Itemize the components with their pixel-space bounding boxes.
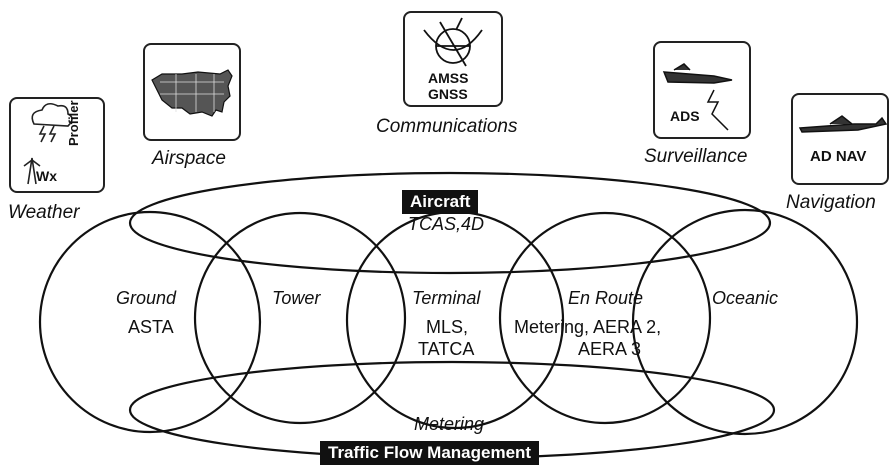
terminal-label: Terminal xyxy=(412,288,481,308)
ground-circle xyxy=(38,210,262,434)
airspace-box xyxy=(143,43,241,141)
communications-caption: Communications xyxy=(376,116,518,137)
tower-label: Tower xyxy=(272,288,321,308)
surveillance-caption: Surveillance xyxy=(644,146,748,167)
terminal-sub-label-1: MLS, xyxy=(426,317,469,337)
airplane-signal-icon xyxy=(662,63,733,131)
navigation-adnav-label: AD NAV xyxy=(810,148,867,165)
terminal-sub-label-2: TATCA xyxy=(418,339,475,359)
communications-gnss-label: GNSS xyxy=(428,86,468,102)
surveillance-box xyxy=(653,41,751,139)
enroute-sub-label-1: Metering, AERA 2, xyxy=(514,317,662,337)
satellite-globe-icon xyxy=(423,17,483,67)
surveillance-ads-label: ADS xyxy=(670,108,700,124)
aircraft-ellipse xyxy=(128,171,772,275)
traffic-flow-bar: Traffic Flow Management xyxy=(320,441,540,465)
tower-circle xyxy=(193,211,407,425)
airplane-icon xyxy=(798,115,888,133)
enroute-sub-label-2: AERA 3 xyxy=(578,339,642,359)
weather-caption: Weather xyxy=(8,202,80,223)
enroute-circle xyxy=(498,211,712,425)
aircraft-bar: Aircraft xyxy=(402,190,479,214)
weather-wx-label: Wx xyxy=(36,168,57,184)
oceanic-circle xyxy=(631,208,859,436)
airspace-caption: Airspace xyxy=(152,148,226,169)
us-map-icon xyxy=(151,69,233,117)
weather-cloud-lightning-icon xyxy=(23,102,73,185)
oceanic-label: Oceanic xyxy=(712,288,779,308)
communications-amss-label: AMSS xyxy=(428,70,469,86)
aircraft-sub-label: TCAS,4D xyxy=(408,214,485,234)
ground-label: Ground xyxy=(116,288,177,308)
navigation-caption: Navigation xyxy=(786,192,876,213)
traffic-sub-label: Metering xyxy=(414,414,485,434)
ground-sub-label: ASTA xyxy=(128,317,174,337)
weather-profiler-label: Profiler xyxy=(66,100,81,146)
communications-box xyxy=(403,11,503,107)
enroute-label: En Route xyxy=(568,288,644,308)
weather-box xyxy=(9,97,105,193)
navigation-box xyxy=(791,93,889,185)
